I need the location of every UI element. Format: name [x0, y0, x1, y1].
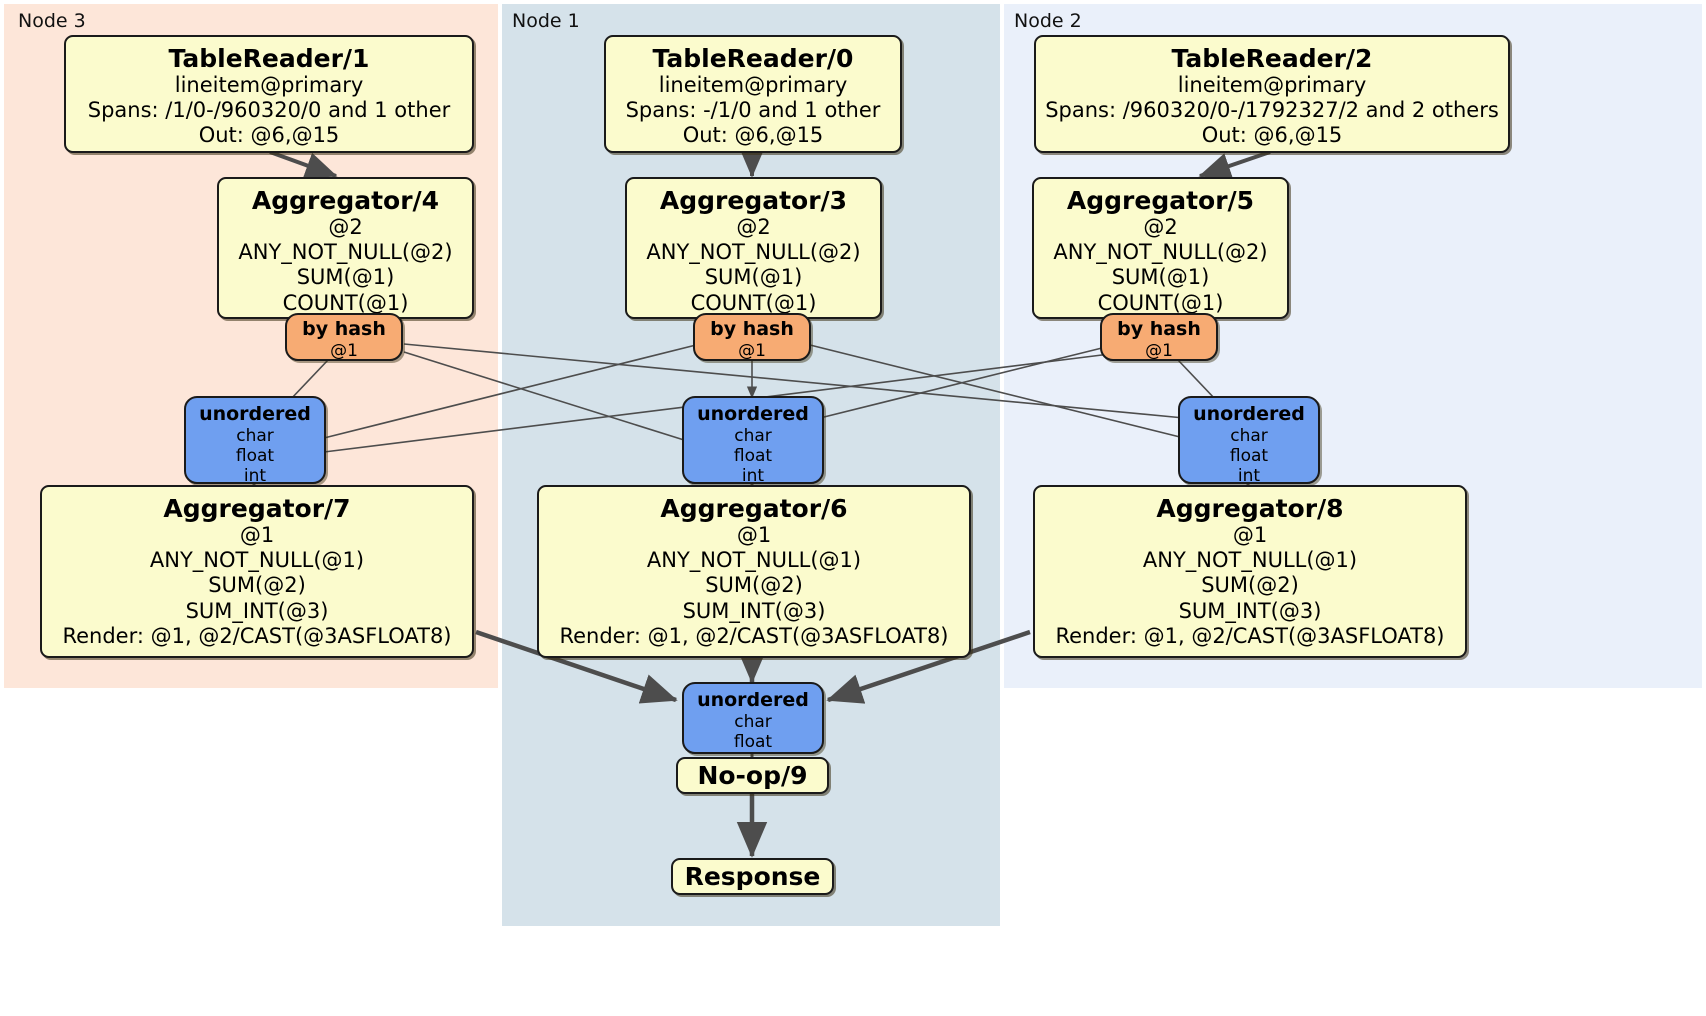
processor-detail-line: Spans: /1/0-/960320/0 and 1 other [87, 98, 451, 123]
processor-detail-line: Out: @6,@15 [198, 123, 340, 148]
router-title: unordered [199, 403, 311, 425]
processor-detail-line: Out: @6,@15 [1201, 123, 1343, 148]
processor-detail-line: @2 [328, 215, 363, 239]
processor-detail-line: @1 [736, 523, 772, 547]
processor-detail-line: ANY_NOT_NULL(@1) [646, 548, 862, 573]
processor-render-line: Render: @1, @2/CAST(@3ASFLOAT8) [1055, 623, 1445, 648]
processor-response[interactable]: Response [671, 858, 834, 895]
processor-detail-line: Spans: -/1/0 and 1 other [625, 98, 881, 123]
router-detail-line: float [1229, 445, 1269, 466]
router-detail-line: int [741, 465, 765, 486]
processor-aggregator-8[interactable]: Aggregator/8 @1 ANY_NOT_NULL(@1) SUM(@2)… [1033, 485, 1467, 658]
processor-tablereader-2[interactable]: TableReader/2 lineitem@primary Spans: /9… [1034, 35, 1510, 153]
panel-node3-label: Node 3 [18, 10, 86, 32]
processor-detail-line: SUM(@2) [208, 573, 306, 598]
router-title: unordered [697, 403, 809, 425]
processor-detail-line: SUM_INT(@3) [1178, 598, 1322, 623]
router-title: by hash [302, 318, 386, 340]
processor-detail-line: SUM(@2) [1201, 573, 1299, 598]
router-title: unordered [1193, 403, 1305, 425]
processor-detail-line: SUM(@1) [1111, 265, 1210, 290]
processor-aggregator-4[interactable]: Aggregator/4 @2 ANY_NOT_NULL(@2) SUM(@1)… [217, 177, 474, 319]
processor-detail-line: @1 [1232, 523, 1268, 547]
processor-tablereader-0[interactable]: TableReader/0 lineitem@primary Spans: -/… [604, 35, 902, 153]
processor-title: Aggregator/3 [659, 186, 848, 215]
processor-detail-line: lineitem@primary [658, 73, 848, 97]
processor-detail-line: COUNT(@1) [1097, 290, 1224, 315]
router-title: by hash [1117, 318, 1201, 340]
processor-noop-9[interactable]: No-op/9 [676, 757, 829, 794]
processor-title: Aggregator/7 [163, 494, 351, 523]
processor-detail-line: COUNT(@1) [282, 290, 409, 315]
processor-title: Aggregator/6 [660, 494, 848, 523]
router-unordered-final[interactable]: unordered char float [682, 682, 824, 754]
processor-title: No-op/9 [697, 760, 808, 790]
router-detail-line: float [235, 445, 275, 466]
router-unordered-left[interactable]: unordered char float int [184, 396, 326, 486]
router-title: by hash [710, 318, 794, 340]
router-detail-line: @1 [738, 340, 766, 361]
processor-title: TableReader/0 [652, 44, 854, 73]
processor-aggregator-3[interactable]: Aggregator/3 @2 ANY_NOT_NULL(@2) SUM(@1)… [625, 177, 882, 319]
processor-title: Response [684, 861, 821, 891]
router-detail-line: int [1237, 465, 1261, 486]
processor-detail-line: @2 [1143, 215, 1178, 239]
processor-title: TableReader/1 [168, 44, 370, 73]
processor-title: Aggregator/5 [1066, 186, 1255, 215]
processor-detail-line: lineitem@primary [1177, 73, 1367, 97]
processor-detail-line: SUM(@1) [704, 265, 803, 290]
panel-node1-label: Node 1 [512, 10, 580, 32]
router-detail-line: char [734, 711, 772, 732]
processor-detail-line: ANY_NOT_NULL(@2) [238, 240, 453, 265]
processor-detail-line: SUM(@2) [705, 573, 803, 598]
router-detail-line: int [243, 465, 267, 486]
processor-title: Aggregator/4 [251, 186, 440, 215]
router-detail-line: float [733, 731, 773, 752]
router-detail-line: float [733, 445, 773, 466]
router-unordered-center[interactable]: unordered char float int [682, 396, 824, 486]
processor-detail-line: SUM(@1) [296, 265, 395, 290]
router-detail-line: char [1230, 425, 1268, 446]
router-unordered-right[interactable]: unordered char float int [1178, 396, 1320, 486]
processor-tablereader-1[interactable]: TableReader/1 lineitem@primary Spans: /1… [64, 35, 474, 153]
panel-node2-label: Node 2 [1014, 10, 1082, 32]
processor-title: Aggregator/8 [1156, 494, 1344, 523]
processor-aggregator-5[interactable]: Aggregator/5 @2 ANY_NOT_NULL(@2) SUM(@1)… [1032, 177, 1289, 319]
processor-detail-line: ANY_NOT_NULL(@2) [1053, 240, 1268, 265]
processor-title: TableReader/2 [1171, 44, 1373, 73]
processor-aggregator-6[interactable]: Aggregator/6 @1 ANY_NOT_NULL(@1) SUM(@2)… [537, 485, 971, 658]
router-detail-line: char [734, 425, 772, 446]
processor-detail-line: lineitem@primary [174, 73, 364, 97]
router-detail-line: @1 [330, 340, 358, 361]
router-detail-line: @1 [1145, 340, 1173, 361]
processor-detail-line: ANY_NOT_NULL(@1) [1142, 548, 1358, 573]
processor-detail-line: Spans: /960320/0-/1792327/2 and 2 others [1045, 98, 1499, 123]
processor-detail-line: SUM_INT(@3) [185, 598, 329, 623]
router-detail-line: char [236, 425, 274, 446]
processor-render-line: Render: @1, @2/CAST(@3ASFLOAT8) [559, 623, 949, 648]
processor-detail-line: COUNT(@1) [690, 290, 817, 315]
router-by-hash-right[interactable]: by hash @1 [1100, 313, 1218, 361]
processor-detail-line: ANY_NOT_NULL(@1) [149, 548, 365, 573]
router-by-hash-left[interactable]: by hash @1 [285, 313, 403, 361]
processor-detail-line: ANY_NOT_NULL(@2) [646, 240, 861, 265]
processor-render-line: Render: @1, @2/CAST(@3ASFLOAT8) [62, 623, 452, 648]
router-by-hash-center[interactable]: by hash @1 [693, 313, 811, 361]
processor-detail-line: Out: @6,@15 [682, 123, 824, 148]
processor-aggregator-7[interactable]: Aggregator/7 @1 ANY_NOT_NULL(@1) SUM(@2)… [40, 485, 474, 658]
processor-detail-line: @1 [239, 523, 275, 547]
processor-detail-line: SUM_INT(@3) [682, 598, 826, 623]
router-title: unordered [697, 689, 809, 711]
processor-detail-line: @2 [736, 215, 771, 239]
